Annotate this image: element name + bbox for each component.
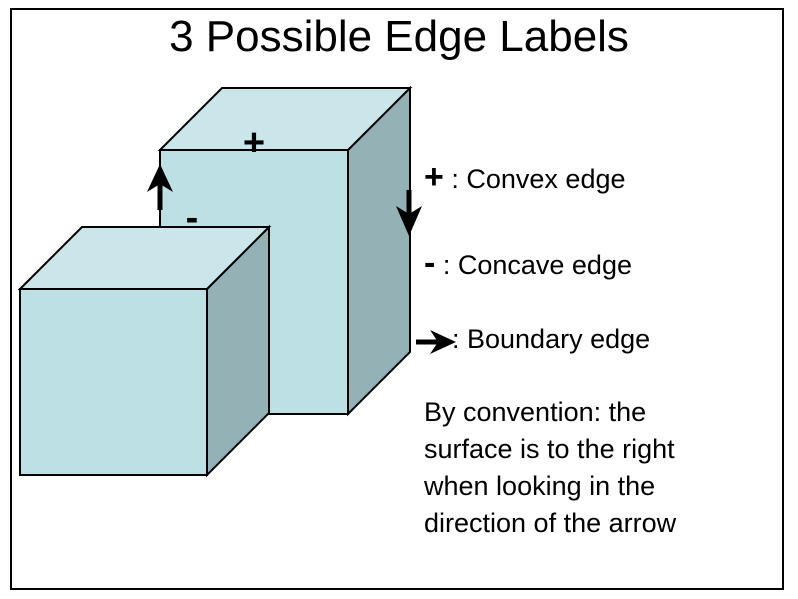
note-line: when looking in the (424, 471, 656, 501)
legend-boundary: : Boundary edge (452, 324, 650, 355)
legend-boundary-text: : Boundary edge (452, 324, 651, 354)
plus-symbol: + (424, 158, 444, 196)
legend-convex-text: : Convex edge (451, 164, 626, 194)
note-line: By convention: the (424, 397, 647, 427)
convex-edge-label: + (243, 122, 265, 164)
up-arrow-icon (147, 164, 173, 210)
legend-concave-text: : Concave edge (442, 250, 632, 280)
minus-symbol: - (424, 244, 436, 282)
note-line: surface is to the right (424, 434, 675, 464)
page-title: 3 Possible Edge Labels (169, 12, 629, 61)
legend-convex: + : Convex edge (424, 158, 626, 197)
concave-edge-label: - (186, 197, 199, 239)
note-line: direction of the arrow (424, 508, 677, 538)
convention-note: By convention: the surface is to the rig… (424, 394, 676, 542)
small-block-front-face (19, 288, 208, 476)
legend-concave: - : Concave edge (424, 244, 632, 283)
right-arrow-icon (416, 330, 456, 354)
down-arrow-icon (396, 190, 422, 236)
slide-frame (10, 8, 784, 590)
